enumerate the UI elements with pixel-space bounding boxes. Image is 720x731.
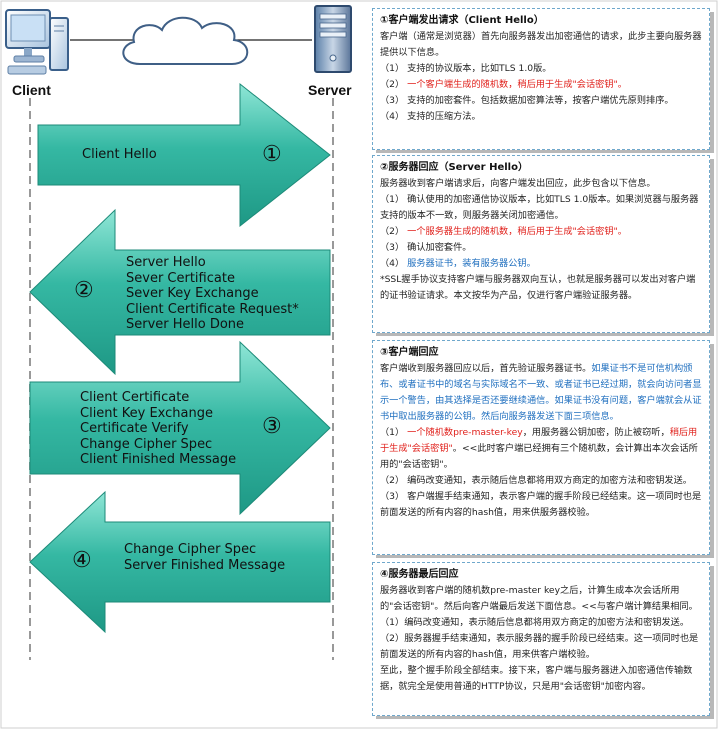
arrow-2-line: Sever Certificate <box>126 270 235 286</box>
panel-shadow <box>710 159 714 336</box>
panel-intro: 服务器收到客户端的随机数pre-master key之后，计算生成本次会话所用的… <box>380 585 698 612</box>
arrow-4-line: Change Cipher Spec <box>124 542 257 557</box>
intro-text: 客户端收到服务器回应以后，首先验证服务器证书。 <box>380 363 592 374</box>
panel-item: （3） 支持的加密套件。包括数据加密算法等，按客户端优先原则排序。 <box>380 95 674 106</box>
panel-title: ④服务器最后回应 <box>380 569 459 580</box>
panel-item: （2）服务器握手结束通知，表示服务器的握手阶段已经结束。这一项同时也是前面发送的… <box>380 633 699 660</box>
arrow-4-text: Change Cipher Spec Server Finished Messa… <box>124 542 285 573</box>
highlight-text: 一个服务器生成的随机数，稍后用于生成"会话密钥"。 <box>407 226 627 237</box>
arrow-step-2 <box>29 208 331 376</box>
item-prefix: （2） <box>380 79 408 90</box>
panel-shadow <box>710 12 714 153</box>
arrow-step-1 <box>37 82 331 228</box>
cloud-icon <box>122 16 249 65</box>
panel-intro: 客户端收到服务器回应以后，首先验证服务器证书。如果证书不是可信机构颁布、或者证书… <box>380 361 702 425</box>
panel-item: （1） 确认使用的加密通信协议版本，比如TLS 1.0版本。如果浏览器与服务器支… <box>380 194 699 221</box>
step-2-number: ② <box>74 278 94 303</box>
panel-server-final: ④服务器最后回应 服务器收到客户端的随机数pre-master key之后，计算… <box>372 562 710 716</box>
panel-intro: 服务器收到客户端请求后，向客户端发出回应，此步包含以下信息。 <box>380 178 656 189</box>
arrow-3-line: Certificate Verify <box>80 421 189 436</box>
panel-server-hello: ②服务器回应（Server Hello） 服务器收到客户端请求后，向客户端发出回… <box>372 155 710 333</box>
panel-item: （1）编码改变通知，表示随后信息都将用双方商定的加密方法和密钥发送。 <box>380 617 690 628</box>
panel-item: （1） 一个随机数pre-master-key，用服务器公钥加密，防止被窃听，稍… <box>380 425 702 473</box>
highlight-text: 如果证书不是可信机构颁布、或者证书中的域名与实际域名不一致、或者证书已经过期，就… <box>380 363 702 422</box>
panel-shadow <box>710 344 714 558</box>
arrow-3-text: Client Certificate Client Key Exchange C… <box>80 390 236 468</box>
highlight-text: 一个客户端生成的随机数，稍后用于生成"会话密钥"。 <box>407 79 627 90</box>
panel-shadow <box>376 716 714 719</box>
panel-item: （4） 支持的压缩方法。 <box>380 111 481 122</box>
panel-title: ③客户端回应 <box>380 347 439 358</box>
panel-item: （3） 确认加密套件。 <box>380 242 472 253</box>
panel-item: （4） 服务器证书，装有服务器公钥。 <box>380 256 702 272</box>
panel-shadow <box>376 333 714 336</box>
panel-shadow <box>710 566 714 719</box>
panel-item: （2） 一个服务器生成的随机数，稍后用于生成"会话密钥"。 <box>380 224 702 240</box>
panel-item: （3） 客户端握手结束通知，表示客户端的握手阶段已经结束。这一项同时也是前面发送… <box>380 491 702 518</box>
arrow-3-line: Change Cipher Spec <box>80 436 213 452</box>
panel-title: ①客户端发出请求（Client Hello） <box>380 15 544 26</box>
panel-client-hello: ①客户端发出请求（Client Hello） 客户端（通常是浏览器）首先向服务器… <box>372 8 710 150</box>
arrow-4-line: Server Finished Message <box>124 557 286 573</box>
item-prefix: （2） <box>380 226 408 237</box>
panel-item: （2） 一个客户端生成的随机数，稍后用于生成"会话密钥"。 <box>380 77 702 93</box>
computer-icon <box>5 9 69 75</box>
panel-note: *SSL握手协议支持客户端与服务器双向互认，也就是服务器可以发出对客户端的证书验… <box>380 274 696 301</box>
item-prefix: （1） <box>380 427 408 438</box>
arrow-3-line: Client Finished Message <box>80 452 237 467</box>
highlight-text: 一个随机数pre-master-key <box>407 427 523 438</box>
panel-shadow <box>376 150 714 153</box>
panel-title: ②服务器回应（Server Hello） <box>380 162 528 173</box>
arrow-2-text: Server Hello Sever Certificate Sever Key… <box>126 255 299 333</box>
arrow-3-line: Client Key Exchange <box>80 405 213 421</box>
panel-intro: 客户端（通常是浏览器）首先向服务器发出加密通信的请求，此步主要向服务器提供以下信… <box>380 31 702 58</box>
arrow-1-line: Client Hello <box>82 147 157 162</box>
client-label: Client <box>12 82 51 98</box>
arrow-1-text: Client Hello <box>82 147 157 163</box>
item-prefix: （4） <box>380 258 408 269</box>
panel-item: （1） 支持的协议版本，比如TLS 1.0版。 <box>380 63 552 74</box>
arrow-2-line: Server Hello Done <box>126 317 245 332</box>
item-text: 。<<此时客户端已经拥有三个随机数，会计算出本次会话所用的"会话密钥"。 <box>380 443 698 470</box>
panel-outro: 至此，整个握手阶段全部结束。接下来，客户端与服务器进入加密通信传输数据，就完全是… <box>380 665 693 692</box>
server-label: Server <box>308 82 352 98</box>
item-text: ，用服务器公钥加密，防止被窃听， <box>522 427 670 438</box>
arrow-step-3 <box>29 340 331 516</box>
panel-shadow <box>376 555 714 558</box>
arrow-2-line: Sever Key Exchange <box>126 286 259 301</box>
panel-client-response: ③客户端回应 客户端收到服务器回应以后，首先验证服务器证书。如果证书不是可信机构… <box>372 340 710 555</box>
highlight-text: 稍后用于生成"会话密钥" <box>380 427 698 454</box>
step-4-number: ④ <box>72 548 92 573</box>
highlight-text: 服务器证书，装有服务器公钥。 <box>407 258 536 269</box>
arrow-2-line: Client Certificate Request* <box>126 301 299 317</box>
arrow-3-line: Client Certificate <box>80 390 190 405</box>
arrow-2-line: Server Hello <box>126 255 206 270</box>
arrow-step-4 <box>29 490 331 634</box>
server-icon <box>314 5 352 73</box>
step-1-number: ① <box>262 142 282 167</box>
panel-item: （2） 编码改变通知，表示随后信息都将用双方商定的加密方法和密钥发送。 <box>380 475 692 486</box>
step-3-number: ③ <box>262 414 282 439</box>
